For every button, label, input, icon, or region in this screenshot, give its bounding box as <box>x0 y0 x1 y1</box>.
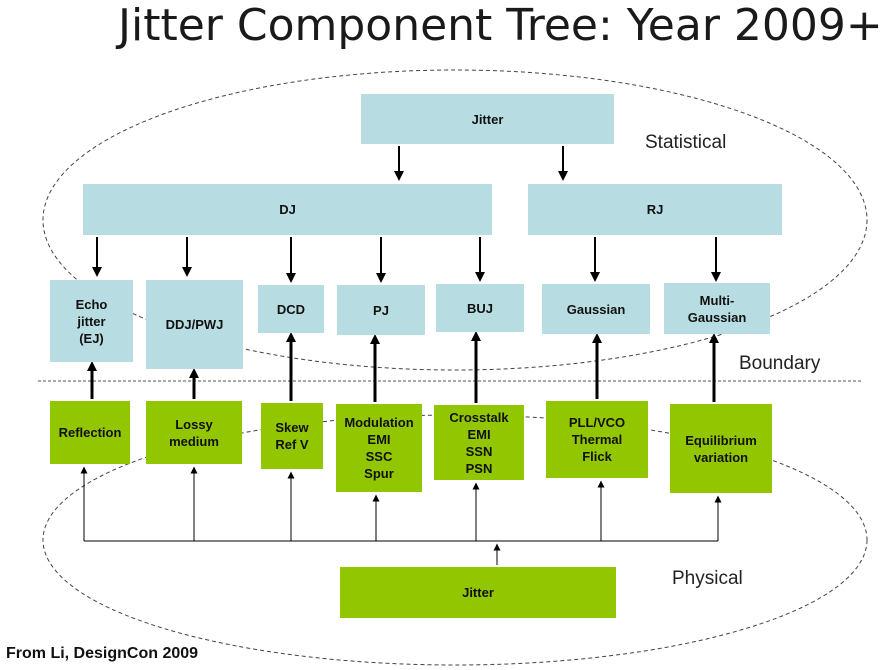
node-pj: PJ <box>337 285 425 335</box>
source-credit: From Li, DesignCon 2009 <box>6 645 199 662</box>
node-dj: DJ <box>83 184 492 235</box>
node-crosstalk: Crosstalk EMI SSN PSN <box>434 405 524 480</box>
physical-region-ellipse <box>42 414 868 666</box>
node-echo-jitter: Echo jitter (EJ) <box>50 280 133 362</box>
node-jitter-bottom: Jitter <box>340 567 616 618</box>
node-skew-ref-v: Skew Ref V <box>261 403 323 469</box>
statistical-region-ellipse <box>42 69 868 371</box>
node-jitter-top: Jitter <box>361 94 614 144</box>
node-dcd: DCD <box>258 285 324 333</box>
node-modulation: Modulation EMI SSC Spur <box>336 404 422 492</box>
boundary-label: Boundary <box>739 353 821 374</box>
node-reflection: Reflection <box>50 401 130 464</box>
node-ddj-pwj: DDJ/PWJ <box>146 280 243 369</box>
node-pll-vco: PLL/VCO Thermal Flick <box>546 401 648 478</box>
node-rj: RJ <box>528 184 782 235</box>
node-multi-gaussian: Multi- Gaussian <box>664 283 770 334</box>
node-buj: BUJ <box>436 284 524 332</box>
node-gaussian: Gaussian <box>542 284 650 334</box>
node-lossy-medium: Lossy medium <box>146 401 242 464</box>
statistical-label: Statistical <box>645 132 727 153</box>
physical-label: Physical <box>672 568 743 589</box>
page-title: Jitter Component Tree: Year 2009+ <box>118 0 883 51</box>
node-equilibrium-variation: Equilibrium variation <box>670 404 772 493</box>
